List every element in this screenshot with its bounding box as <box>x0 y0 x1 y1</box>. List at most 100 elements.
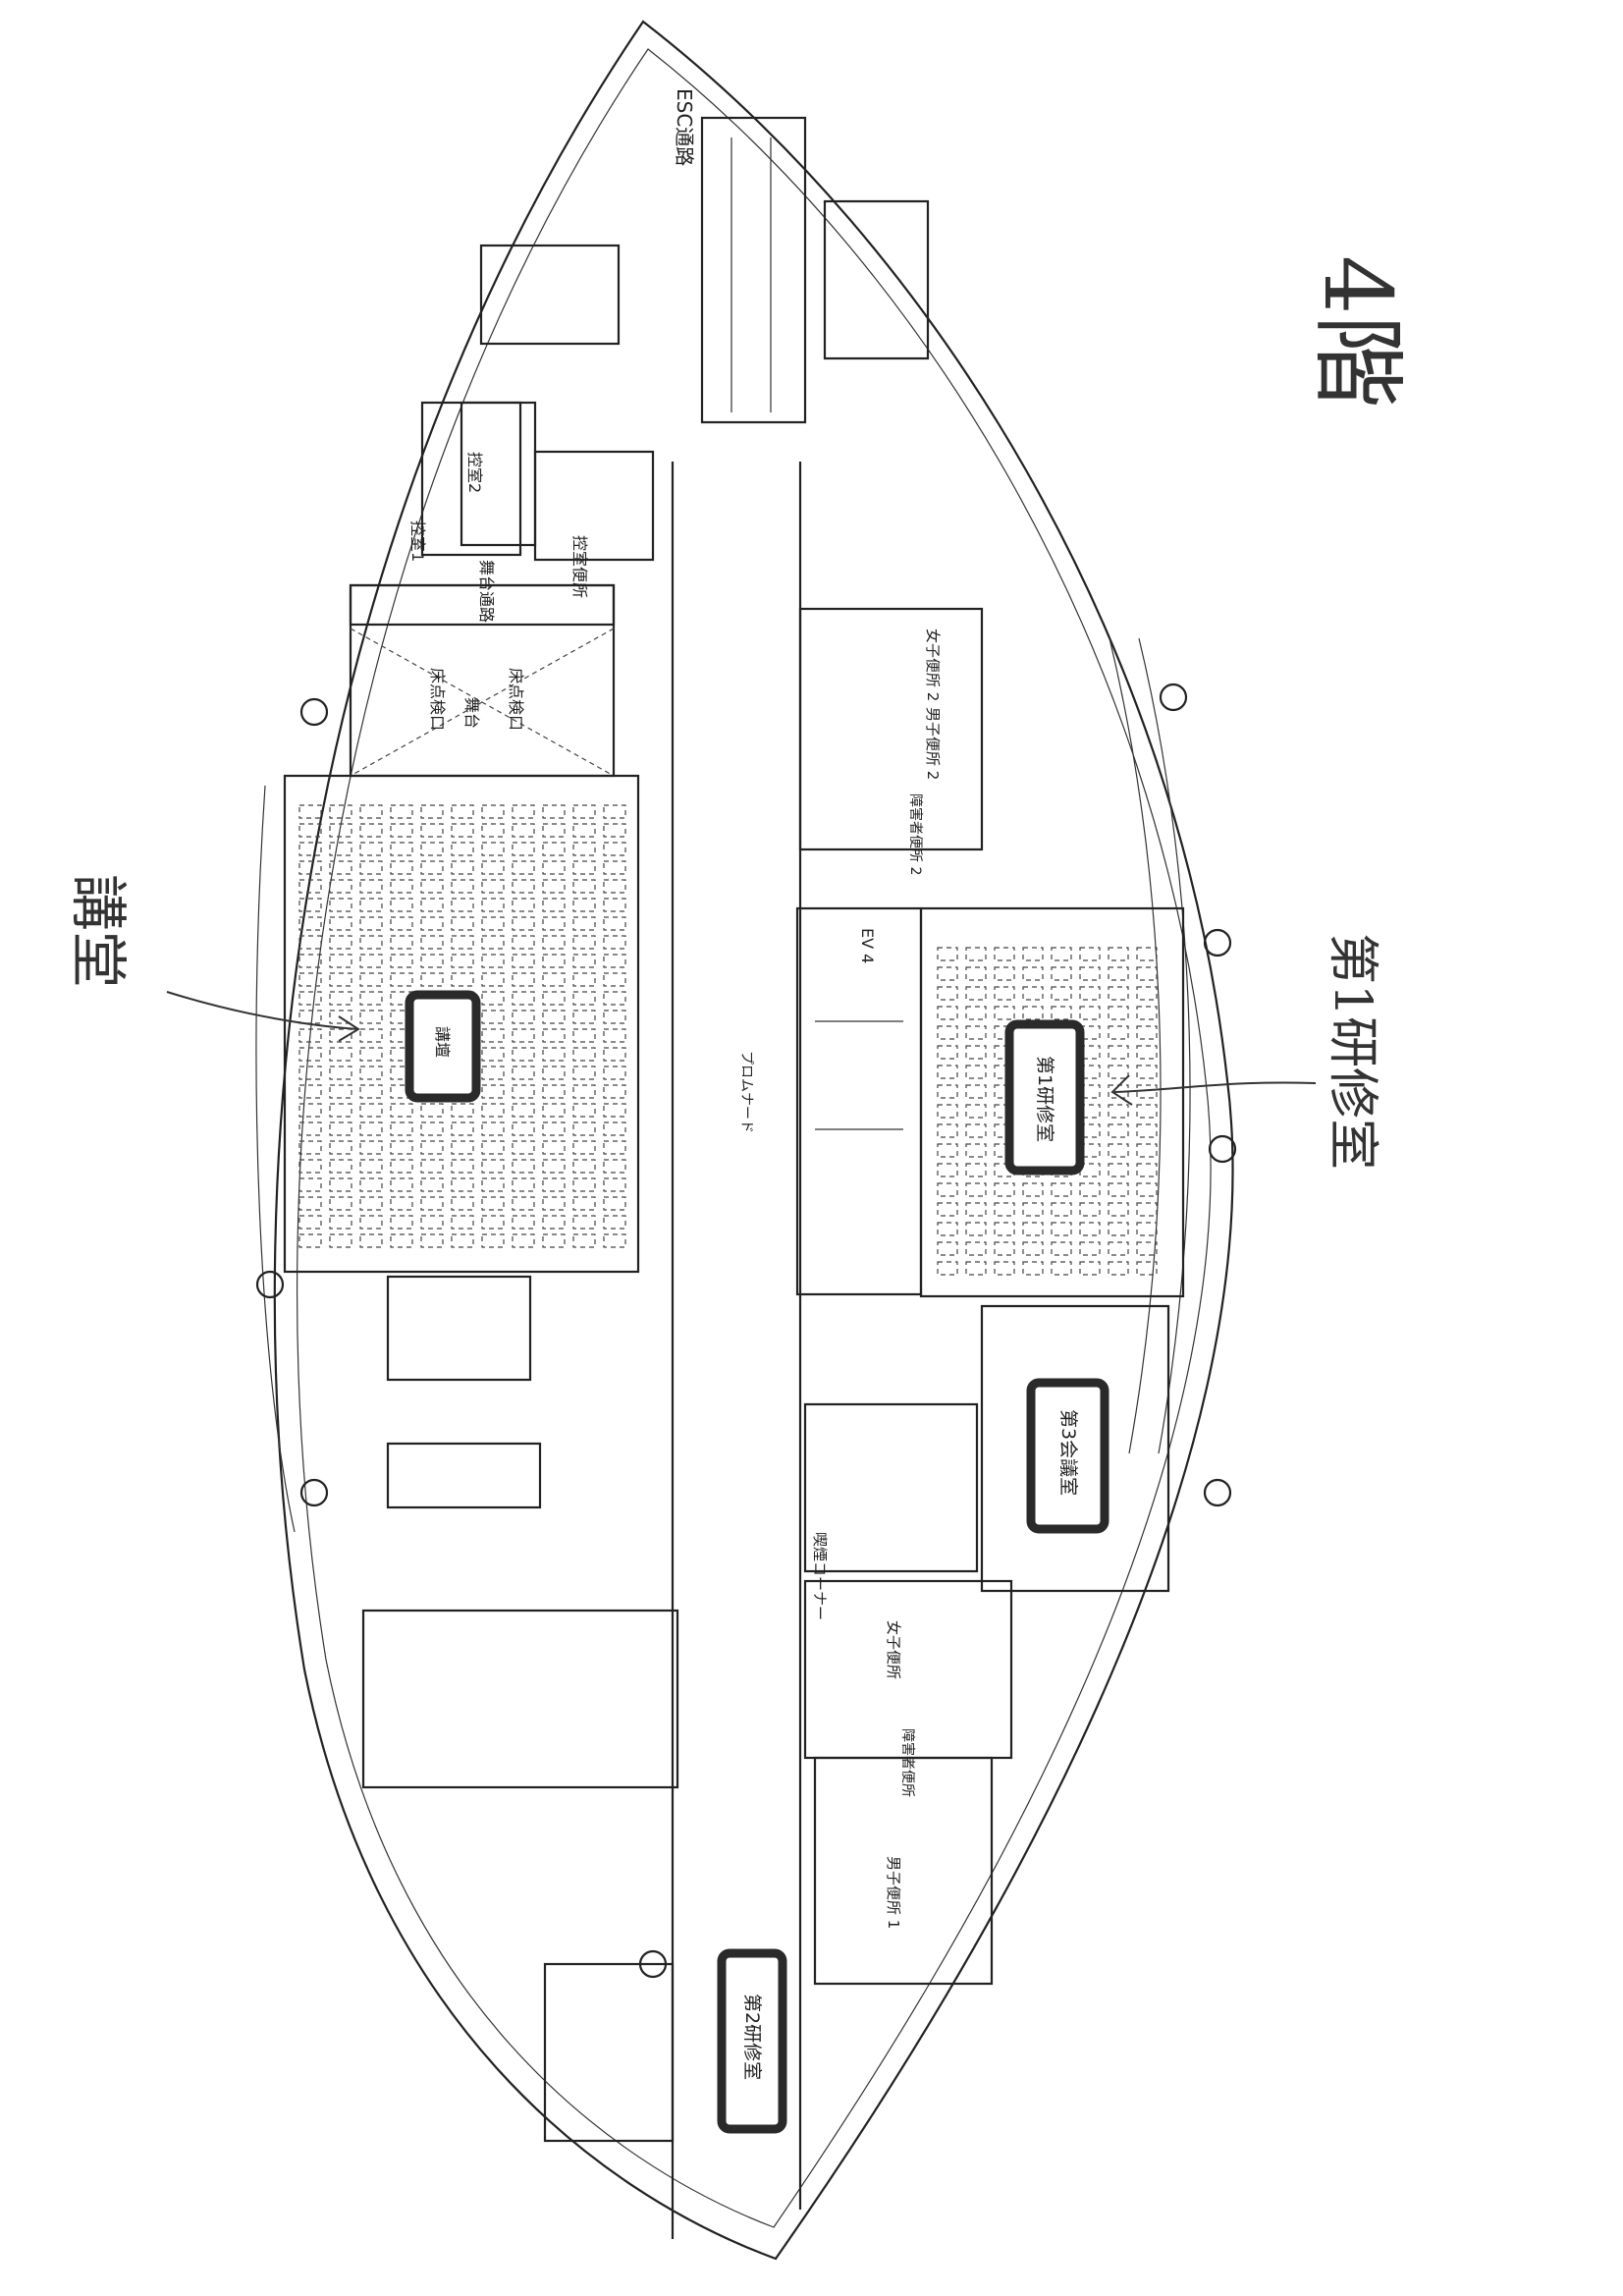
floor-title: 4階 <box>1303 255 1411 408</box>
seat <box>481 954 505 968</box>
seat <box>512 954 535 968</box>
seat <box>994 1163 1015 1177</box>
seat <box>603 935 626 950</box>
seat <box>298 879 322 894</box>
seat <box>542 823 566 838</box>
seat <box>1079 1123 1101 1138</box>
seat <box>512 1084 535 1099</box>
seat <box>572 1066 596 1080</box>
seat <box>481 1010 505 1024</box>
seat <box>329 916 352 931</box>
seat <box>994 986 1015 1001</box>
seat <box>542 991 566 1006</box>
seat <box>572 823 596 838</box>
seat <box>512 860 535 875</box>
seat <box>542 1215 566 1230</box>
seat <box>542 1177 566 1192</box>
seat <box>481 1028 505 1043</box>
seat <box>542 898 566 912</box>
seat <box>1079 1163 1101 1177</box>
seat <box>481 1066 505 1080</box>
seat <box>1079 1202 1101 1217</box>
seat <box>481 1084 505 1099</box>
seat <box>965 1222 987 1236</box>
seat <box>937 1025 958 1040</box>
seat <box>603 1177 626 1192</box>
seat <box>420 1233 444 1248</box>
seat <box>329 1140 352 1155</box>
seat <box>994 1006 1015 1020</box>
seat <box>1079 966 1101 981</box>
seat <box>512 1233 535 1248</box>
seat <box>1136 1241 1158 1256</box>
seat <box>390 1140 413 1155</box>
seat <box>965 966 987 981</box>
seat <box>937 1143 958 1158</box>
seat <box>359 1233 383 1248</box>
seat <box>965 947 987 961</box>
seat <box>359 879 383 894</box>
seat <box>298 972 322 987</box>
label-accessible-toilet-2: 障害者便所 2 <box>907 793 923 875</box>
seat <box>965 1104 987 1119</box>
seat <box>1022 1182 1044 1197</box>
seat <box>481 916 505 931</box>
seat <box>965 1163 987 1177</box>
seat <box>329 1010 352 1024</box>
seat <box>359 898 383 912</box>
seat <box>603 1140 626 1155</box>
seat <box>542 1159 566 1174</box>
seat <box>298 842 322 856</box>
seat <box>1051 966 1072 981</box>
seat <box>329 1233 352 1248</box>
seat <box>1136 986 1158 1001</box>
seat <box>937 1104 958 1119</box>
seat <box>329 1215 352 1230</box>
seat <box>572 879 596 894</box>
seat <box>298 1121 322 1136</box>
seat <box>572 842 596 856</box>
seat <box>359 860 383 875</box>
seat <box>1079 1241 1101 1256</box>
seat <box>329 972 352 987</box>
seat <box>994 1241 1015 1256</box>
seat <box>542 1121 566 1136</box>
seat <box>603 972 626 987</box>
seat <box>1051 986 1072 1001</box>
seat <box>329 879 352 894</box>
seat <box>359 1047 383 1062</box>
seat <box>1136 1163 1158 1177</box>
seat <box>420 1159 444 1174</box>
seat <box>451 879 474 894</box>
seat <box>572 1140 596 1155</box>
seat <box>1108 1123 1129 1138</box>
seat <box>994 1123 1015 1138</box>
seat <box>603 879 626 894</box>
seat <box>1136 947 1158 961</box>
seat <box>512 1215 535 1230</box>
seat <box>937 1045 958 1060</box>
seat <box>1136 966 1158 981</box>
seat <box>451 823 474 838</box>
seat <box>603 1121 626 1136</box>
auditorium-room <box>283 774 640 1274</box>
seat <box>359 823 383 838</box>
seat <box>390 1121 413 1136</box>
seat <box>1051 1241 1072 1256</box>
seat <box>965 1182 987 1197</box>
seat <box>512 1010 535 1024</box>
seat <box>329 1196 352 1211</box>
seat <box>1022 1241 1044 1256</box>
toilet-block-south-2 <box>813 1756 994 1986</box>
seat <box>1022 1222 1044 1236</box>
seat <box>1022 1202 1044 1217</box>
seat <box>603 1047 626 1062</box>
seat <box>359 1140 383 1155</box>
seat <box>512 1028 535 1043</box>
seat <box>1079 1065 1101 1079</box>
label-waiting-room-1: 控室1 <box>408 520 427 562</box>
seat <box>1136 1084 1158 1099</box>
seat <box>481 1215 505 1230</box>
seat <box>1108 1222 1129 1236</box>
